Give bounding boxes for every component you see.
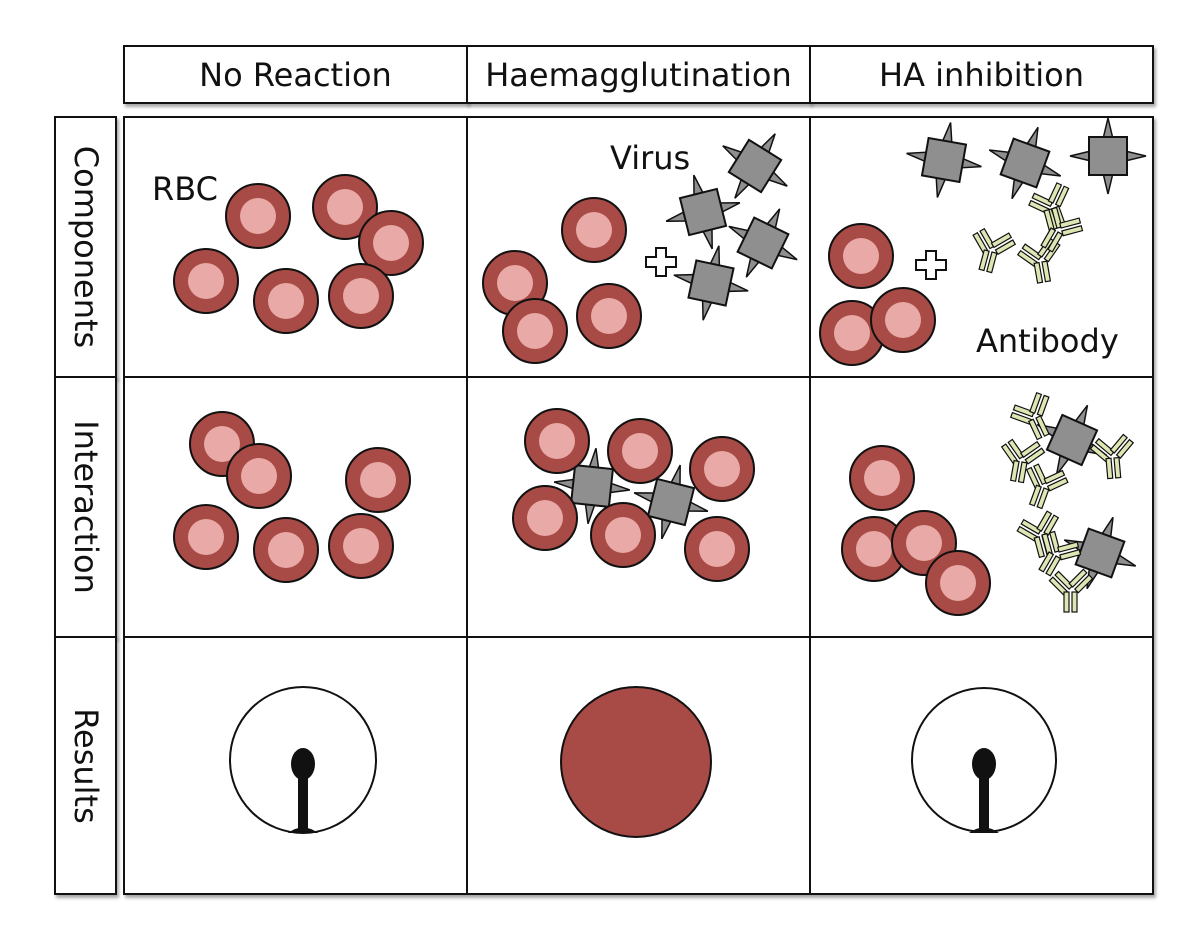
red-blood-cell-icon [173,504,239,570]
virus-icon [665,174,741,250]
result-well-ha-inhibition [911,687,1057,833]
red-blood-cell-icon [524,408,590,474]
plus-icon [915,250,947,280]
antibody-icon [1038,530,1082,577]
virus-icon [1063,516,1137,590]
red-blood-cell-icon [226,443,292,509]
row-header-components: Components [54,116,117,378]
red-blood-cell-icon [502,298,568,364]
rbc-button-icon [969,748,999,833]
rbc-button-icon [288,748,318,833]
red-blood-cell-icon [253,268,319,334]
red-blood-cell-icon [576,283,642,349]
red-blood-cell-icon [328,513,394,579]
virus-icon [673,245,749,321]
virus-icon [553,447,631,525]
antibody-icon [972,227,1017,274]
column-header-no-reaction: No Reaction [123,45,468,104]
grid-lines [124,117,1153,894]
antibody-icon [1025,463,1069,510]
virus-icon [1069,117,1147,195]
red-blood-cell-icon [512,485,578,551]
result-well-haemagglutination [560,686,712,838]
agglutination-mat [560,686,712,838]
red-blood-cell-icon [590,502,656,568]
red-blood-cell-icon [925,550,991,616]
label-rbc: RBC [152,170,218,208]
virus-layer [553,117,1147,590]
red-blood-cell-icon [828,223,894,289]
row-header-results: Results [54,636,117,895]
plus-icon [645,247,677,277]
antibody-icon [1009,391,1050,441]
label-virus: Virus [610,139,690,177]
red-blood-cell-icon [253,517,319,583]
virus-icon [1036,404,1108,476]
red-blood-cell-icon [841,516,907,582]
antibody-icon [1089,433,1135,480]
red-blood-cell-icon [870,287,936,353]
virus-icon [722,133,788,199]
antibody-layer [972,182,1135,613]
red-blood-cell-icon [225,183,291,249]
virus-icon [988,126,1062,200]
antibody-icon [1048,568,1094,613]
virus-icon [906,122,982,198]
antibody-icon [1040,206,1084,253]
antibody-icon [1016,510,1060,559]
red-blood-cell-icon [345,447,411,513]
red-blood-cell-icon [358,210,424,276]
red-blood-cell-icon [819,300,885,366]
virus-icon [633,464,709,540]
result-well-no-reaction [229,686,377,834]
red-blood-cell-icon [689,436,755,502]
virus-icon [728,208,798,278]
red-blood-cell-icon [849,445,915,511]
label-antibody: Antibody [976,322,1119,360]
red-blood-cell-icon [328,263,394,329]
antibody-icon [1000,438,1046,484]
red-blood-cell-icon [684,516,750,582]
red-blood-cell-icon [607,418,673,484]
row-header-interaction: Interaction [54,376,117,638]
rbc-layer [173,174,991,616]
antibody-icon [1016,236,1061,284]
red-blood-cell-icon [561,197,627,263]
red-blood-cell-icon [312,174,378,240]
red-blood-cell-icon [173,248,239,314]
column-header-haemagglutination: Haemagglutination [466,45,811,104]
column-header-ha-inhibition: HA inhibition [809,45,1154,104]
